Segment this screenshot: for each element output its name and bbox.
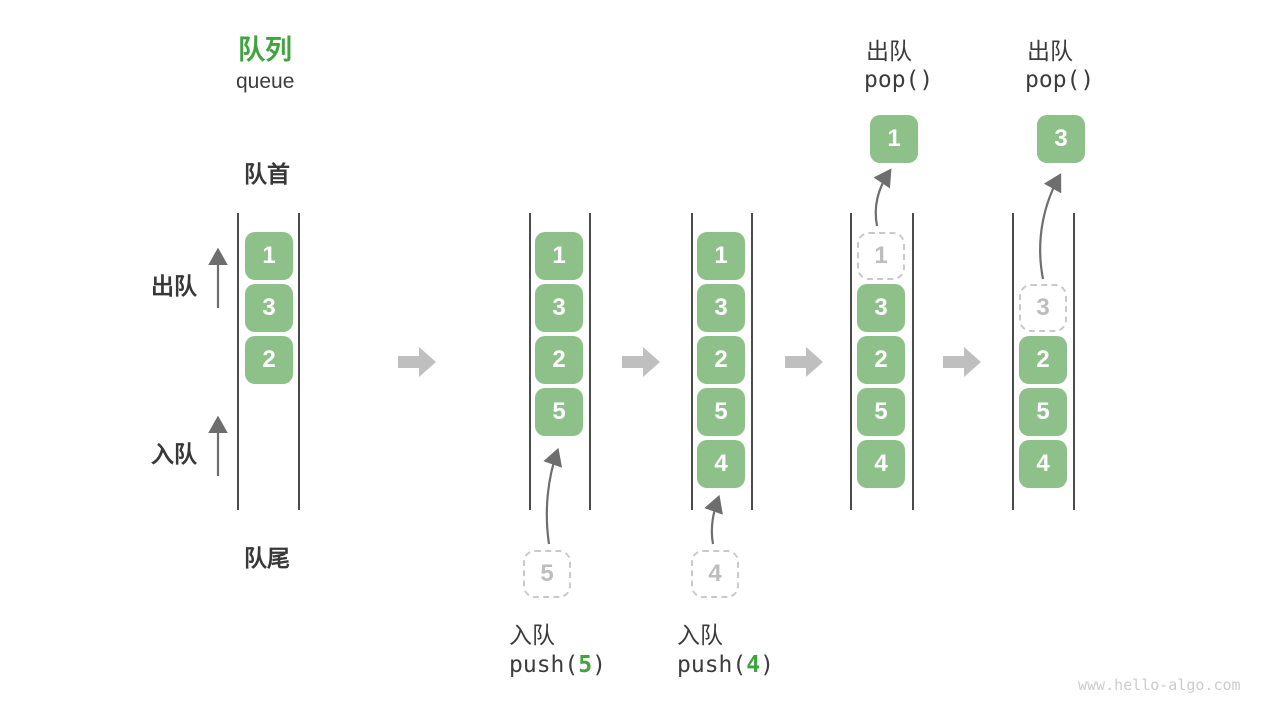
queue-element: 4 (697, 440, 745, 488)
queue-element: 3 (697, 284, 745, 332)
push-5-arrow-icon (543, 447, 563, 545)
step-arrow-icon (398, 347, 436, 377)
code-fn: push( (509, 652, 579, 678)
queue-element: 5 (1019, 388, 1067, 436)
pending-element-ghost: 4 (691, 550, 739, 598)
enqueue-direction-label: 入队 (151, 441, 197, 467)
enqueue-op-code: push(5) (509, 652, 606, 678)
queue-wall-line (1012, 213, 1014, 510)
queue-element: 2 (697, 336, 745, 384)
pending-element-ghost: 5 (523, 550, 571, 598)
enqueue-op-code: push(4) (677, 652, 774, 678)
popped-element: 1 (870, 115, 918, 163)
queue-element: 5 (697, 388, 745, 436)
step-arrow-icon (943, 347, 981, 377)
queue-wall-line (529, 213, 531, 510)
diagram-title-en: queue (236, 70, 295, 93)
enqueue-op-label: 入队 (677, 622, 723, 648)
queue-rear-label: 队尾 (244, 545, 290, 571)
queue-element: 2 (857, 336, 905, 384)
queue-wall-line (237, 213, 239, 510)
dequeue-op-label: 出队 (1027, 38, 1073, 64)
code-arg: 4 (746, 652, 761, 678)
dequeue-op-label: 出队 (866, 38, 912, 64)
pop-3-arrow-icon (1039, 173, 1062, 280)
step-arrow-icon (622, 347, 660, 377)
queue-element: 3 (857, 284, 905, 332)
pop-1-arrow-icon (873, 168, 892, 227)
queue-element: 4 (857, 440, 905, 488)
queue-wall-line (1073, 213, 1075, 510)
queue-wall-line (691, 213, 693, 510)
queue-element: 3 (535, 284, 583, 332)
queue-wall-line (298, 213, 300, 510)
dequeue-op-code: pop() (864, 67, 934, 93)
step-arrow-icon (785, 347, 823, 377)
queue-element: 2 (245, 336, 293, 384)
queue-wall-line (751, 213, 753, 510)
queue-wall-line (589, 213, 591, 510)
queue-wall-line (912, 213, 914, 510)
queue-element: 2 (535, 336, 583, 384)
removed-element-ghost: 3 (1019, 284, 1067, 332)
code-close: ) (760, 652, 774, 678)
queue-element: 2 (1019, 336, 1067, 384)
queue-element: 1 (245, 232, 293, 280)
enqueue-op-label: 入队 (509, 622, 555, 648)
queue-wall-line (850, 213, 852, 510)
queue-front-label: 队首 (244, 161, 290, 187)
dequeue-op-code: pop() (1025, 67, 1095, 93)
popped-element: 3 (1037, 115, 1085, 163)
code-close: ) (592, 652, 606, 678)
code-fn: push( (677, 652, 747, 678)
push-4-arrow-icon (704, 494, 723, 545)
queue-element: 1 (697, 232, 745, 280)
dequeue-direction-label: 出队 (151, 273, 197, 299)
diagram-title-zh: 队列 (238, 35, 292, 65)
code-arg: 5 (578, 652, 593, 678)
removed-element-ghost: 1 (857, 232, 905, 280)
queue-element: 5 (535, 388, 583, 436)
queue-element: 3 (245, 284, 293, 332)
queue-element: 1 (535, 232, 583, 280)
queue-element: 4 (1019, 440, 1067, 488)
queue-element: 5 (857, 388, 905, 436)
watermark: www.hello-algo.com (1078, 676, 1241, 694)
